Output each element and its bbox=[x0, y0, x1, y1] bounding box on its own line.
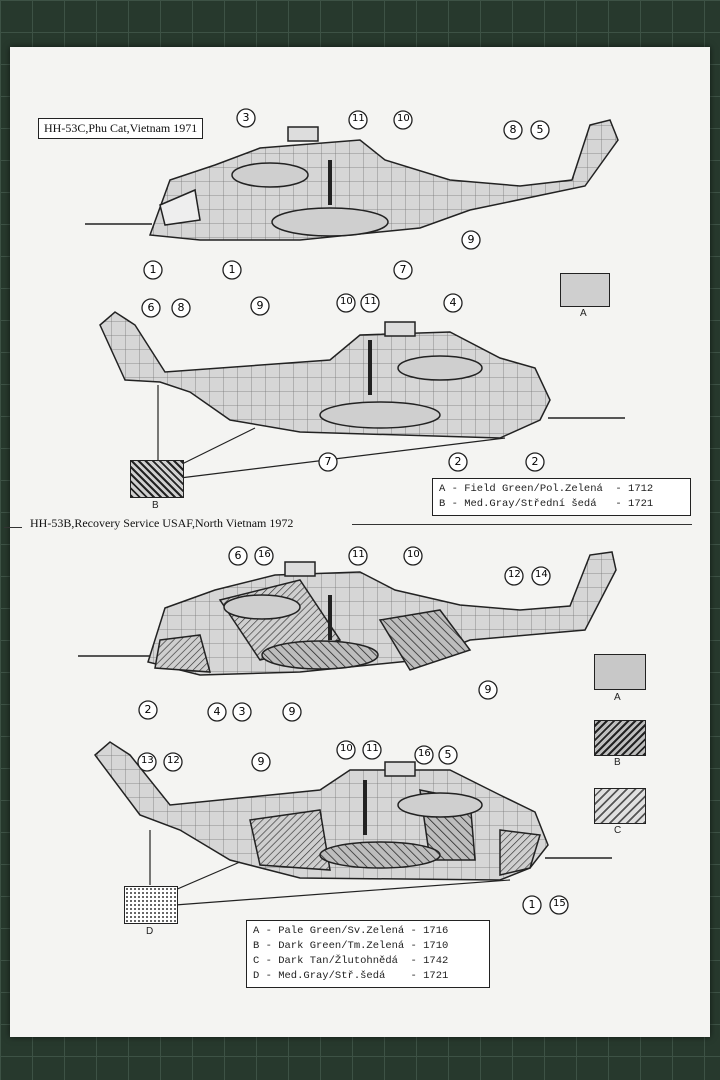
helicopter-profile-4 bbox=[93, 741, 612, 881]
callout-label: 11 bbox=[364, 296, 377, 307]
helicopter-profile-2 bbox=[99, 311, 625, 439]
helicopter-profile-1 bbox=[85, 119, 619, 241]
callout-label: 1 bbox=[149, 263, 157, 276]
callout-label: 15 bbox=[553, 898, 566, 909]
callout-label: 7 bbox=[324, 455, 332, 468]
callout-label: 8 bbox=[509, 123, 517, 136]
section-divider-left bbox=[4, 527, 22, 528]
callout-label: 6 bbox=[147, 301, 155, 314]
color-swatch-b2 bbox=[594, 720, 646, 756]
callout-label: 10 bbox=[407, 549, 420, 560]
legend-row: D - Med.Gray/Stř.šedá - 1721 bbox=[253, 970, 449, 982]
callout-label: 9 bbox=[257, 755, 265, 768]
color-swatch-c2 bbox=[594, 788, 646, 824]
callout-arrows-d bbox=[149, 830, 511, 906]
callout-label: 9 bbox=[256, 299, 264, 312]
legend-row: B - Dark Green/Tm.Zelená - 1710 bbox=[253, 940, 449, 952]
callout-label: 6 bbox=[234, 549, 242, 562]
callout-label: 9 bbox=[467, 233, 475, 246]
callout-label: 12 bbox=[167, 755, 180, 766]
callout-arrows-b bbox=[157, 385, 506, 479]
callout-label: 8 bbox=[177, 301, 185, 314]
callout-label: 11 bbox=[352, 549, 365, 560]
callout-label: 10 bbox=[397, 113, 410, 124]
color-swatch-d-callout bbox=[124, 886, 178, 924]
callout-label: 11 bbox=[366, 743, 379, 754]
callout-label: 11 bbox=[352, 113, 365, 124]
legend-row: A - Pale Green/Sv.Zelená - 1716 bbox=[253, 925, 449, 937]
callout-label: 16 bbox=[258, 549, 271, 560]
callout-label: 14 bbox=[535, 569, 548, 580]
color-legend-section2: A - Pale Green/Sv.Zelená - 1716 B - Dark… bbox=[246, 920, 490, 988]
callout-label: 7 bbox=[399, 263, 407, 276]
color-legend-section1: A - Field Green/Pol.Zelená - 1712 B - Me… bbox=[432, 478, 691, 516]
callout-label: 1 bbox=[528, 898, 536, 911]
callout-label: 3 bbox=[242, 111, 250, 124]
legend-row: B - Med.Gray/Střední šedá - 1721 bbox=[439, 498, 654, 510]
legend-row: A - Field Green/Pol.Zelená - 1712 bbox=[439, 483, 654, 495]
callout-label: 4 bbox=[213, 705, 221, 718]
color-swatch-a bbox=[560, 273, 610, 307]
callout-label: 2 bbox=[144, 703, 152, 716]
swatch-label-d-callout: D bbox=[146, 926, 154, 937]
section1-title: HH-53C,Phu Cat,Vietnam 1971 bbox=[38, 118, 204, 139]
swatch-label-b2: B bbox=[614, 757, 621, 768]
section2-title: HH-53B,Recovery Service USAF,North Vietn… bbox=[30, 516, 294, 530]
section-divider bbox=[352, 524, 692, 525]
callout-label: 2 bbox=[531, 455, 539, 468]
callout-label: 3 bbox=[238, 705, 246, 718]
legend-row: C - Dark Tan/Žlutohnědá - 1742 bbox=[253, 955, 449, 967]
callout-label: 16 bbox=[418, 748, 431, 759]
callout-label: 10 bbox=[340, 743, 353, 754]
callout-label: 9 bbox=[484, 683, 492, 696]
callout-label: 1 bbox=[228, 263, 236, 276]
callout-label: 9 bbox=[288, 705, 296, 718]
callout-label: 5 bbox=[444, 748, 452, 761]
callout-label: 12 bbox=[508, 569, 521, 580]
swatch-label-c2: C bbox=[614, 825, 622, 836]
callout-label: 2 bbox=[454, 455, 462, 468]
callout-label: 5 bbox=[536, 123, 544, 136]
swatch-label-b-callout: B bbox=[152, 500, 159, 511]
callout-label: 13 bbox=[141, 755, 154, 766]
helicopter-profile-3 bbox=[78, 551, 617, 676]
color-swatch-a2 bbox=[594, 654, 646, 690]
callout-circles bbox=[137, 108, 569, 915]
swatch-label-a2: A bbox=[614, 692, 621, 703]
color-swatch-b-callout bbox=[130, 460, 184, 498]
callout-label: 10 bbox=[340, 296, 353, 307]
callout-label: 4 bbox=[449, 296, 457, 309]
swatch-label-a: A bbox=[580, 308, 587, 319]
